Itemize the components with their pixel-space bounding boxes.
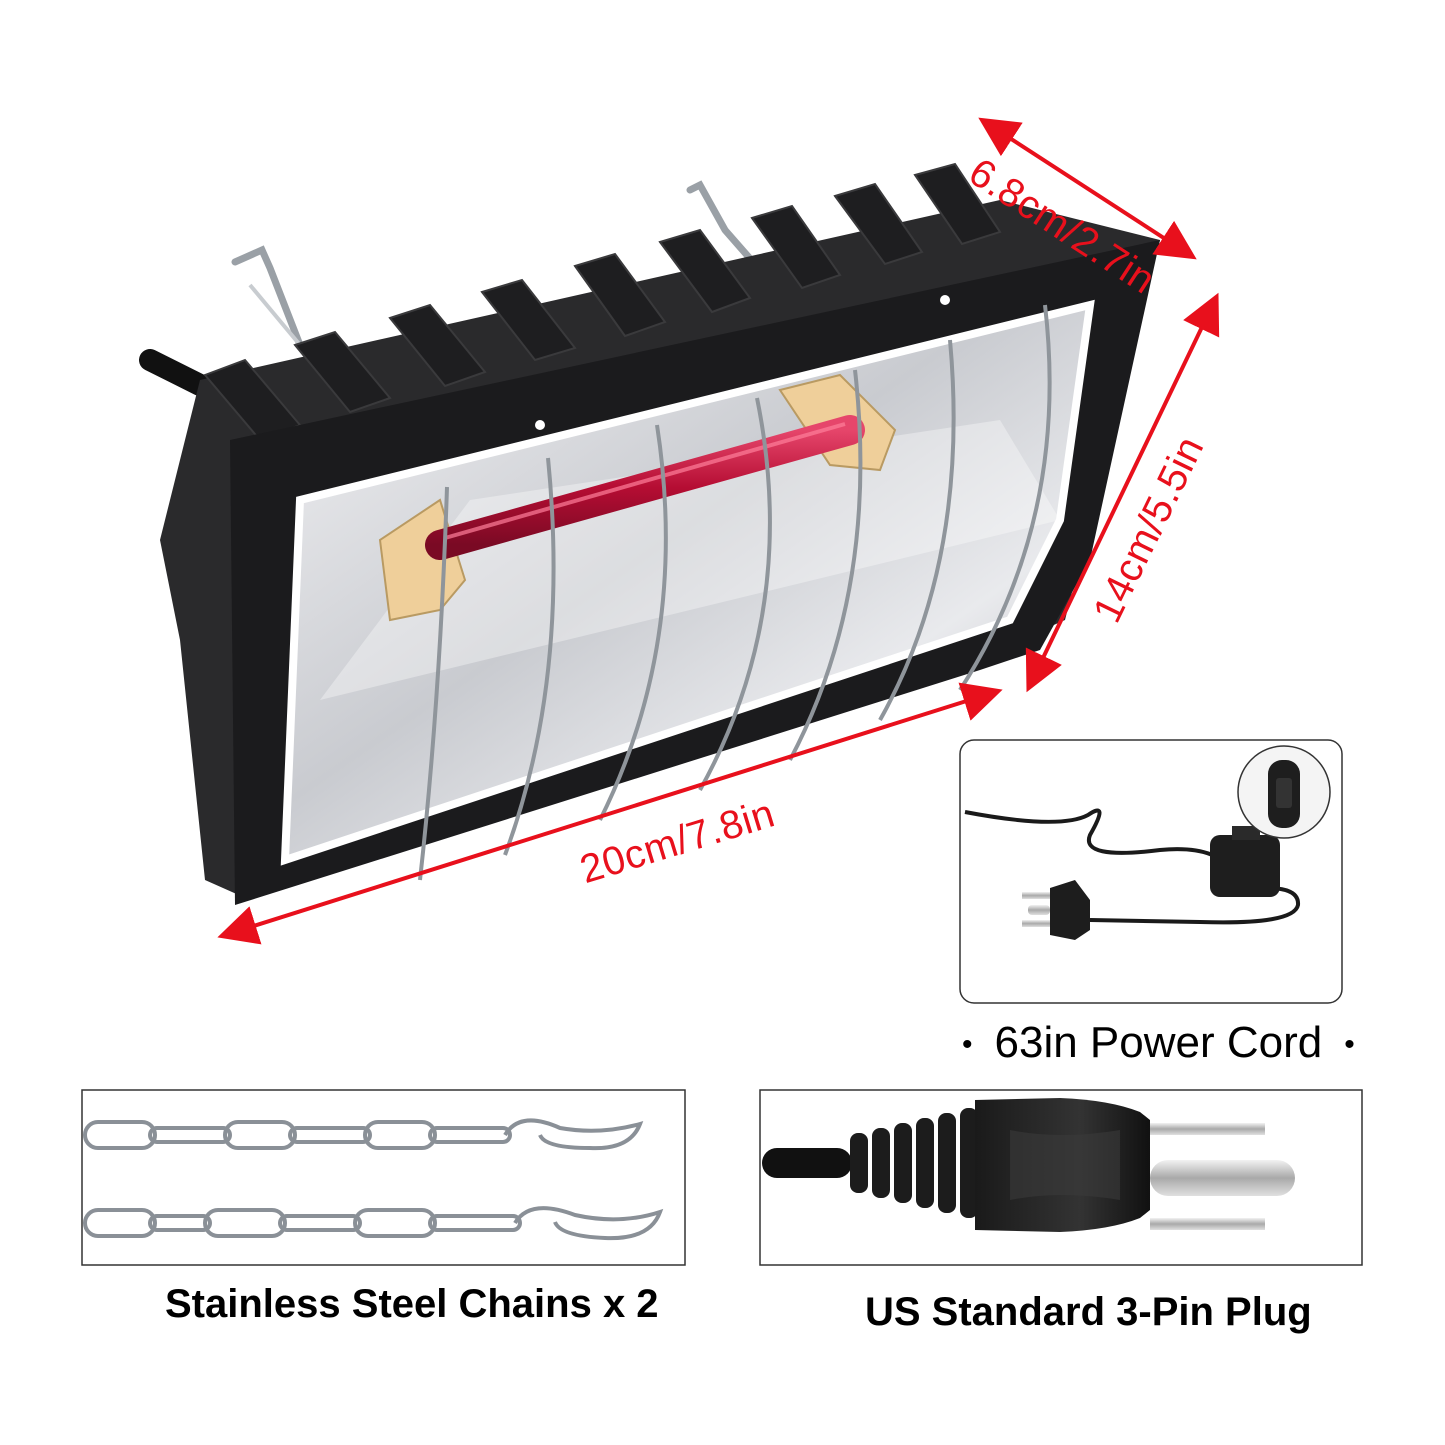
bullet-dot: • [1344,1028,1355,1062]
chain-image [81,1089,686,1266]
bullet-dot: • [962,1028,973,1062]
dimension-lines [217,117,1220,945]
plug-caption: US Standard 3-Pin Plug [865,1290,1312,1334]
power-cord-image [959,739,1343,1004]
switch-inset-image [1237,745,1331,839]
power-cord-text: 63in Power Cord [994,1018,1323,1067]
depth-arrow [978,117,1197,260]
width-arrow [217,682,1003,945]
height-arrow [1025,292,1220,693]
chains-caption: Stainless Steel Chains x 2 [165,1282,659,1326]
power-cord-caption: • 63in Power Cord • [940,1018,1377,1068]
plug-image [759,1089,1363,1266]
